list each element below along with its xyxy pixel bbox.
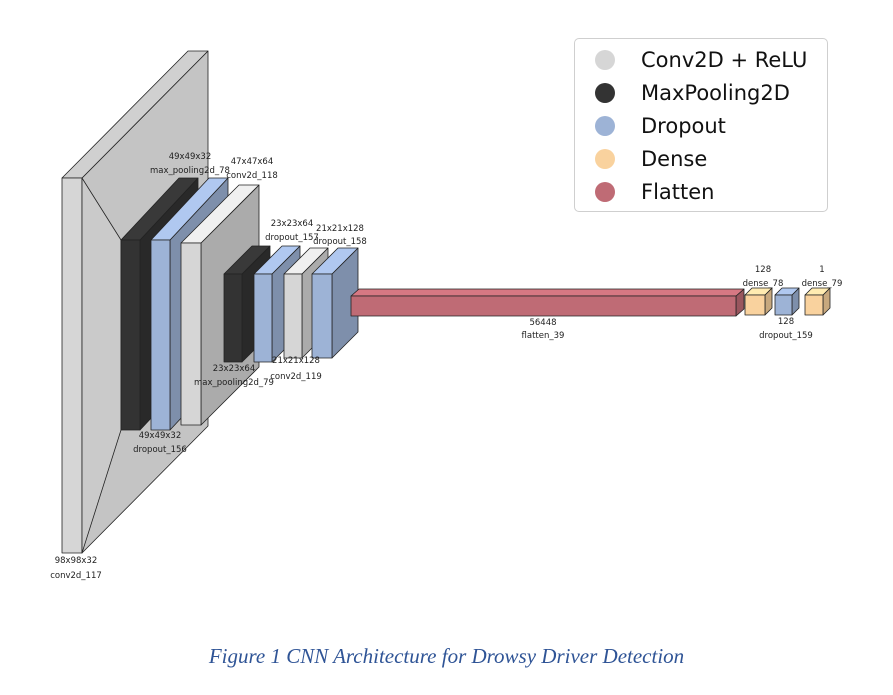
legend-item-flatten: Flatten (595, 177, 714, 207)
layer-block (61, 177, 83, 554)
layer-shape-label: 98x98x32 (55, 556, 98, 566)
layer-name-label: max_pooling2d_78 (150, 166, 230, 176)
legend-label: Dropout (641, 114, 726, 138)
legend-item-dense: Dense (595, 144, 707, 174)
layer-block (311, 273, 333, 359)
layer-name-label: dense_78 (743, 279, 784, 289)
legend: Conv2D + ReLU MaxPooling2D Dropout Dense… (574, 38, 828, 212)
layer-block (180, 242, 202, 426)
layer-name-label: dropout_156 (133, 445, 187, 455)
layer-shape-label: 21x21x128 (316, 224, 364, 234)
layer-block (150, 239, 171, 431)
legend-label: Flatten (641, 180, 715, 204)
legend-label: MaxPooling2D (641, 81, 790, 105)
layer-shape-label: 49x49x32 (169, 152, 212, 162)
layer-block (120, 239, 141, 431)
legend-dot-icon (595, 149, 615, 169)
layer-shape-label: 128 (778, 317, 794, 327)
legend-dot-icon (595, 50, 615, 70)
layer-shape-label: 1 (819, 265, 824, 275)
legend-item-dropout: Dropout (595, 111, 726, 141)
layer-block (774, 294, 793, 316)
layer-name-label: conv2d_117 (50, 571, 102, 581)
layer-name-label: max_pooling2d_79 (194, 378, 274, 388)
layer-block (283, 273, 303, 359)
layer-block (253, 273, 273, 363)
layer-name-label: dropout_158 (313, 237, 367, 247)
layer-name-label: conv2d_118 (226, 171, 278, 181)
layer-shape-label: 56448 (529, 318, 556, 328)
layer-name-label: conv2d_119 (270, 372, 322, 382)
figure-caption: Figure 1 CNN Architecture for Drowsy Dri… (208, 644, 685, 668)
layer-shape-label: 128 (755, 265, 771, 275)
layer-blocks (61, 50, 831, 554)
legend-label: Conv2D + ReLU (641, 48, 808, 72)
legend-dot-icon (595, 116, 615, 136)
layer-block (350, 295, 737, 317)
layer-shape-label: 21x21x128 (272, 356, 320, 366)
layer-labels: 98x98x32 conv2d_117 49x49x32 max_pooling2d_… (50, 152, 842, 581)
legend-item-pool: MaxPooling2D (595, 78, 790, 108)
legend-dot-icon (595, 83, 615, 103)
legend-item-conv: Conv2D + ReLU (595, 45, 807, 75)
layer-shape-label: 47x47x64 (231, 157, 274, 167)
legend-dot-icon (595, 182, 615, 202)
layer-block (804, 294, 824, 316)
layer-shape-label: 23x23x64 (271, 219, 314, 229)
layer-name-label: flatten_39 (522, 331, 565, 341)
layer-name-label: dropout_157 (265, 233, 319, 243)
legend-label: Dense (641, 147, 708, 171)
layer-name-label: dense_79 (802, 279, 843, 289)
layer-shape-label: 23x23x64 (213, 364, 256, 374)
layer-shape-label: 49x49x32 (139, 431, 182, 441)
layer-block (744, 294, 766, 316)
layer-block (223, 273, 243, 363)
layer-block-top (350, 288, 745, 297)
layer-name-label: dropout_159 (759, 331, 813, 341)
